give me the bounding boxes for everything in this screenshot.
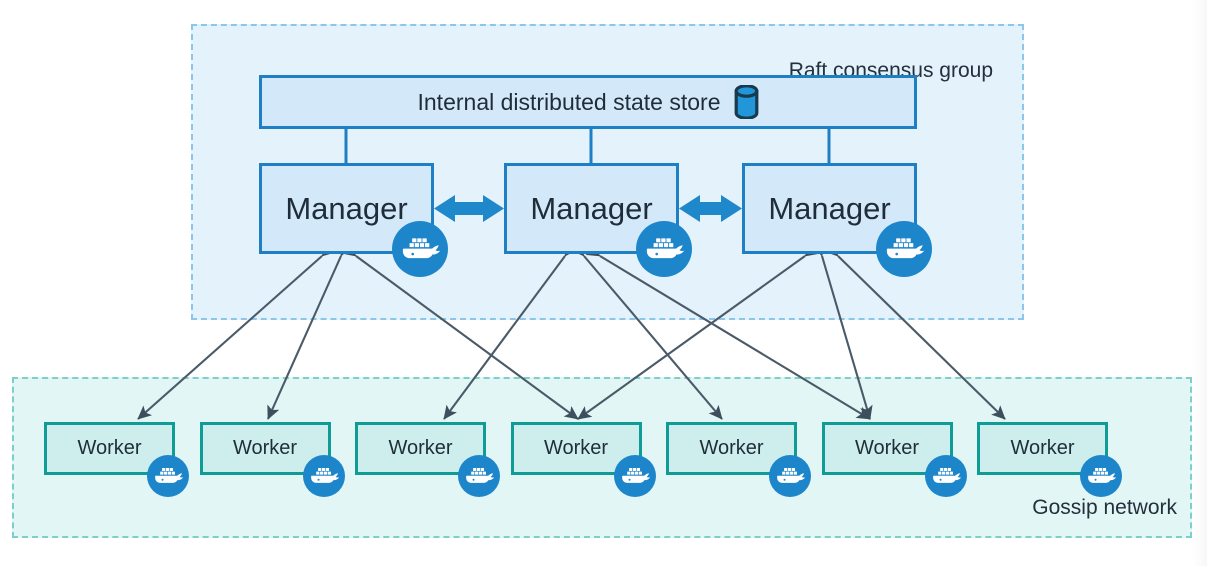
manager-label: Manager <box>285 190 408 226</box>
worker-node-6[interactable]: Worker <box>821 422 953 475</box>
docker-whale-icon <box>636 221 692 277</box>
manager-node-3[interactable]: Manager <box>742 163 917 254</box>
manager-label: Manager <box>768 190 891 226</box>
worker-label: Worker <box>543 437 609 459</box>
worker-label: Worker <box>854 437 920 459</box>
docker-whale-icon <box>876 221 932 277</box>
docker-whale-icon <box>302 455 345 497</box>
docker-whale-icon <box>458 455 500 497</box>
docker-whale-icon <box>1080 455 1122 497</box>
manager-node-2[interactable]: Manager <box>504 163 679 254</box>
worker-node-4[interactable]: Worker <box>510 422 642 475</box>
manager-node-1[interactable]: Manager <box>259 163 434 254</box>
database-cylinder-icon <box>734 85 759 119</box>
docker-whale-icon <box>924 455 967 497</box>
gossip-group-label: Gossip network <box>1032 496 1177 519</box>
manager-label: Manager <box>530 190 653 226</box>
docker-whale-icon <box>769 455 811 497</box>
right-edge-gradient <box>1193 0 1207 566</box>
state-store-label: Internal distributed state store <box>417 88 721 115</box>
worker-label: Worker <box>77 437 142 459</box>
state-store-box[interactable]: Internal distributed state store <box>259 75 917 129</box>
worker-label: Worker <box>232 437 298 459</box>
worker-label: Worker <box>699 437 764 459</box>
docker-whale-icon <box>147 455 189 497</box>
worker-label: Worker <box>1010 437 1075 459</box>
worker-label: Worker <box>388 437 453 459</box>
docker-whale-icon <box>392 221 448 277</box>
docker-whale-icon <box>613 455 656 497</box>
